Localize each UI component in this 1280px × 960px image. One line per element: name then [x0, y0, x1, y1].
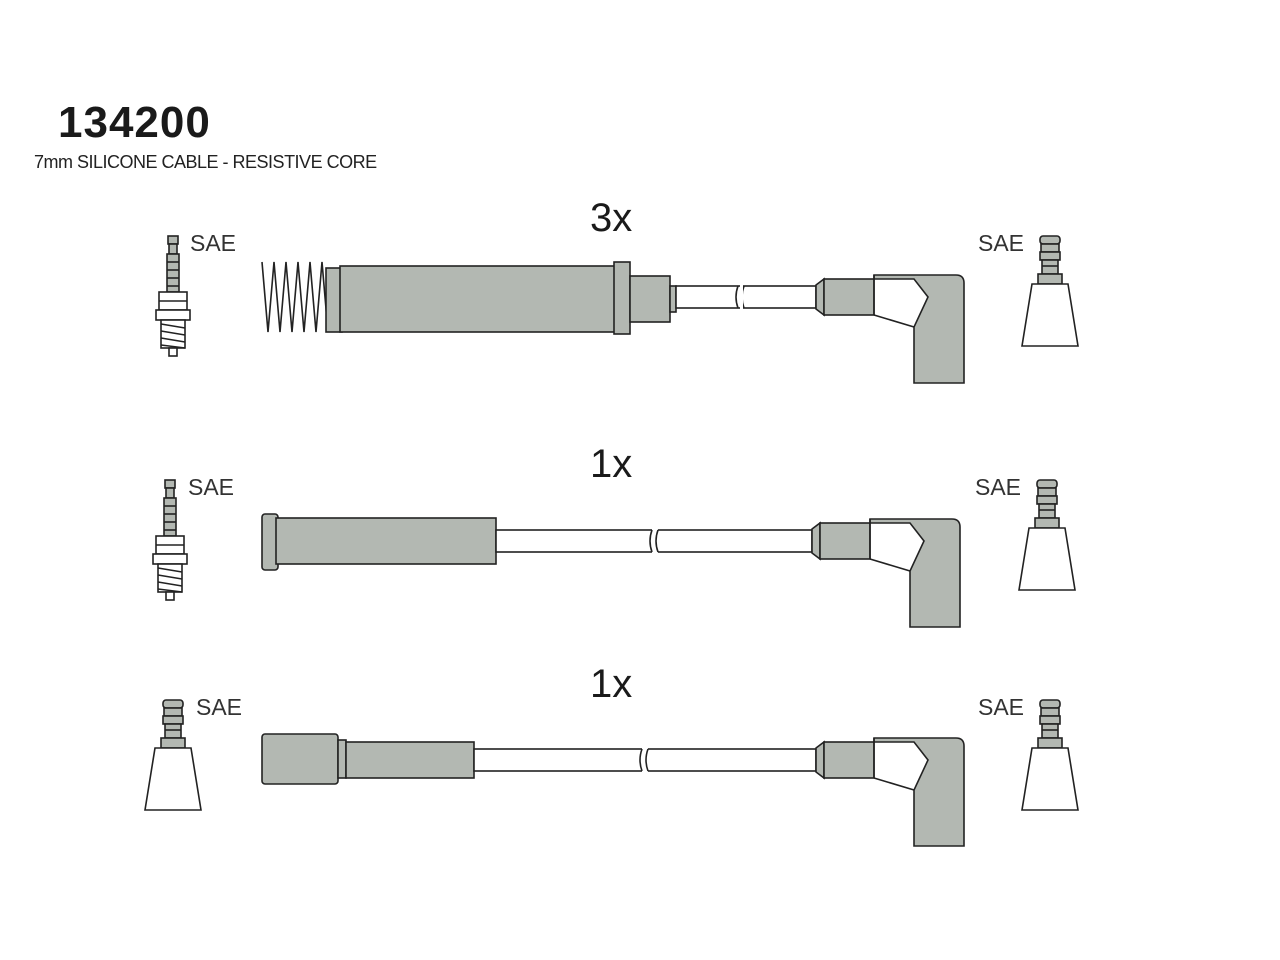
cable-3-angled-boot	[815, 737, 965, 847]
spark-plug-icon	[152, 479, 188, 601]
cable-3-quantity: 1x	[590, 662, 633, 706]
cable-1-right-label: SAE	[978, 230, 1025, 256]
coil-socket-icon	[1021, 235, 1079, 347]
cable-1-quantity: 3x	[590, 196, 633, 240]
cable-2-left-label: SAE	[188, 474, 235, 500]
cable-3-wire	[473, 748, 817, 772]
cable-2-angled-boot	[811, 518, 961, 628]
cable-3-left-label: SAE	[196, 694, 243, 720]
cable-2-wire	[495, 529, 813, 553]
part-number: 134200	[58, 98, 211, 147]
cable-1-angled-boot	[815, 274, 965, 384]
cable-1-left-label: SAE	[190, 230, 237, 256]
cable-2-right-label: SAE	[975, 474, 1022, 500]
spring-terminal-icon	[261, 261, 329, 333]
cable-1-straight-boot	[325, 261, 677, 335]
cable-2-straight-boot	[261, 513, 497, 571]
cable-1-wire	[675, 285, 817, 309]
cable-2-quantity: 1x	[590, 442, 633, 486]
spark-plug-icon	[155, 235, 191, 357]
cable-3-stepped-boot	[261, 733, 475, 785]
coil-socket-icon	[1021, 699, 1079, 811]
cable-3-right-label: SAE	[978, 694, 1025, 720]
coil-socket-icon	[1018, 479, 1076, 591]
cable-spec-subtitle: 7mm SILICONE CABLE - RESISTIVE CORE	[34, 152, 377, 172]
coil-socket-icon	[144, 699, 202, 811]
